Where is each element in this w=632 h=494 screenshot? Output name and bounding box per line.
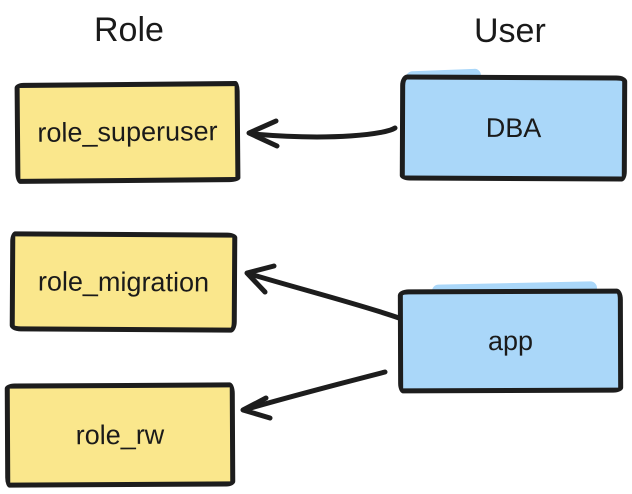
role-superuser-label: role_superuser [37, 116, 218, 148]
role-rw-box: role_rw [4, 382, 236, 488]
app-user-box: app [397, 288, 624, 394]
role-migration-label: role_migration [37, 265, 210, 298]
arrow-app-to-role-rw [240, 369, 388, 421]
app-user-label: app [487, 325, 534, 356]
user-column-title: User [474, 12, 546, 50]
arrow-dba-to-role-superuser [246, 118, 398, 149]
dba-user-box: DBA [399, 74, 628, 182]
role-rw-label: role_rw [75, 419, 165, 450]
dba-user-label: DBA [485, 112, 542, 143]
arrow-app-to-role-migration [244, 263, 402, 321]
role-column-title: Role [94, 11, 164, 49]
role-migration-box: role_migration [9, 231, 238, 333]
role-superuser-box: role_superuser [14, 81, 241, 184]
